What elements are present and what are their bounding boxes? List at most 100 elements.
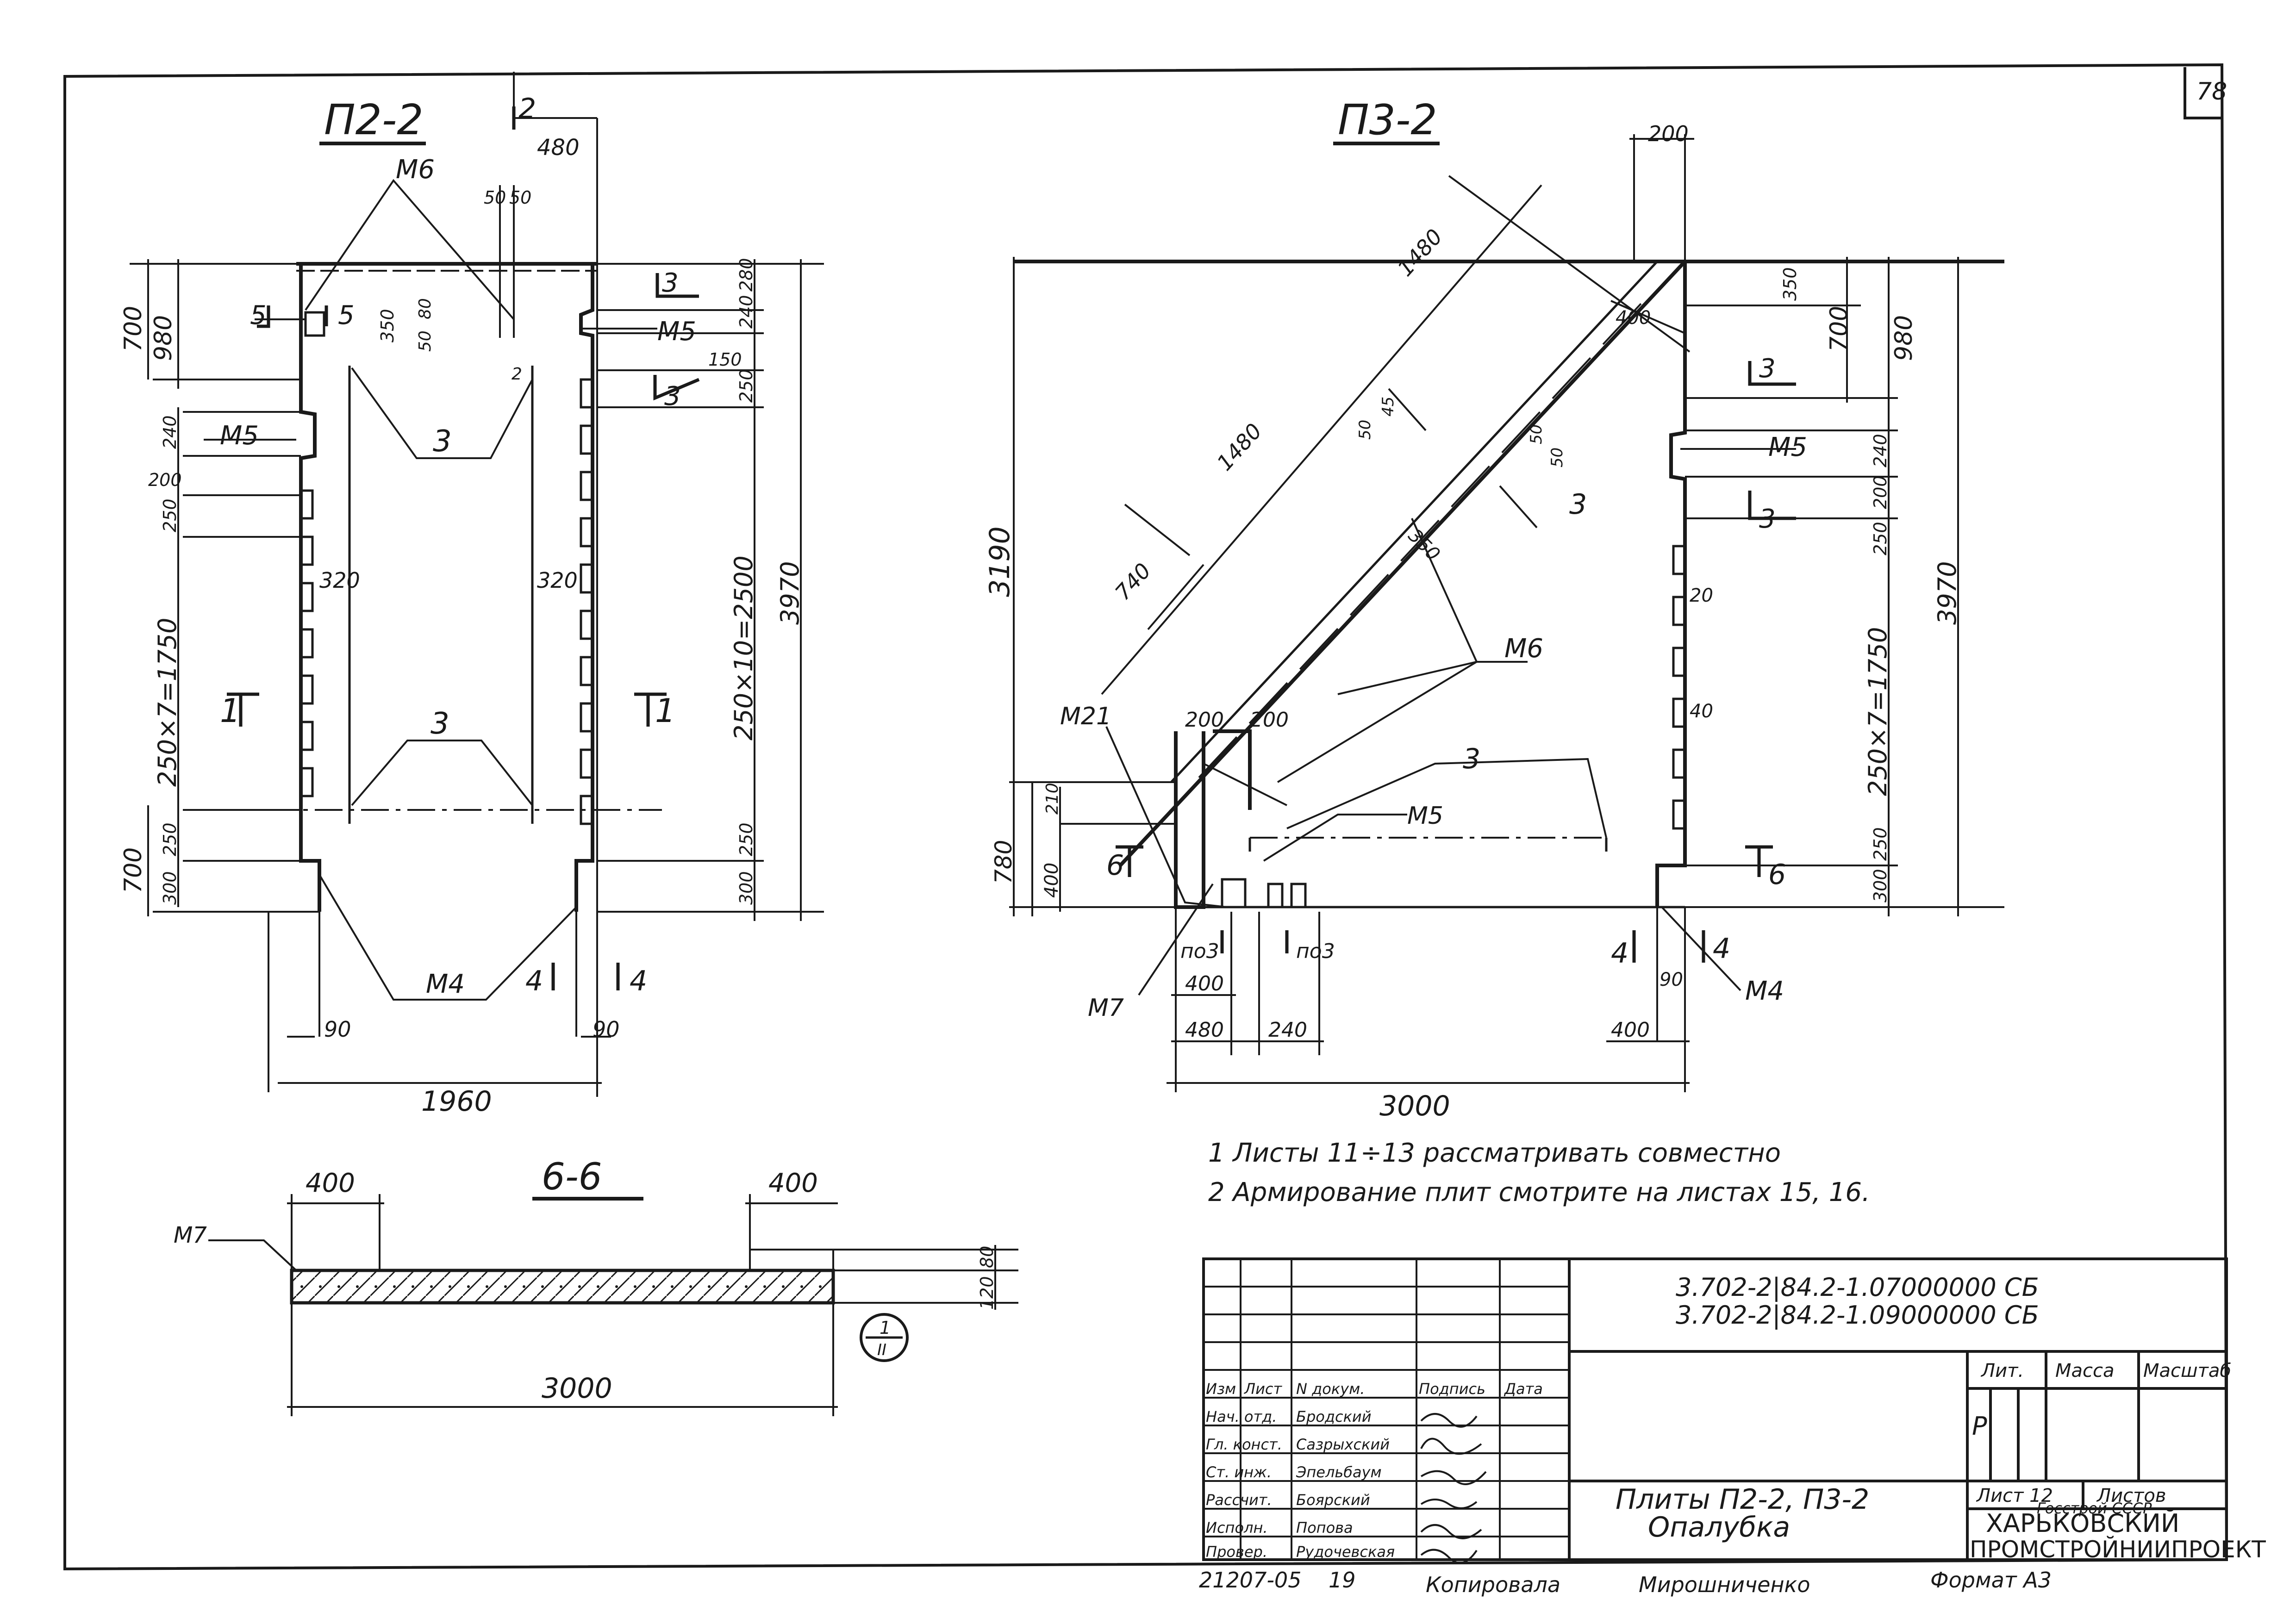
tb-left-grid bbox=[1204, 1259, 1569, 1560]
page-number: 78 bbox=[2196, 78, 2227, 106]
p22-d2: 2 bbox=[512, 365, 522, 384]
tb-row6-role: Провер. bbox=[1206, 1543, 1267, 1561]
tb-hdr-list: Лист bbox=[1244, 1380, 1282, 1398]
p32-d210: 210 bbox=[1043, 783, 1062, 815]
p32-d400l: 400 bbox=[1041, 863, 1062, 898]
p32-d400b: 400 bbox=[1611, 1018, 1650, 1042]
tb-hdr-sign: Подпись bbox=[1419, 1380, 1485, 1398]
tb-row2-name: Сазрыхский bbox=[1296, 1436, 1390, 1453]
tb-mass: Масса bbox=[2055, 1360, 2115, 1381]
p32-m4: М4 bbox=[1745, 976, 1784, 1006]
p32-d50c: 50 bbox=[1548, 448, 1566, 467]
tb-org1: Госстрой СССР bbox=[2037, 1500, 2152, 1517]
tb-row1-name: Бродский bbox=[1296, 1408, 1371, 1425]
tb-row5-role: Исполн. bbox=[1206, 1519, 1268, 1537]
p22-num3b: 3 bbox=[430, 707, 449, 741]
p32-sec4a: 4 bbox=[1611, 937, 1628, 970]
tb-org2: ХАРЬКОВСКИЙ bbox=[1986, 1509, 2179, 1538]
p32-m21: М21 bbox=[1060, 703, 1111, 730]
tb-hdr-doc: N докум. bbox=[1296, 1380, 1365, 1398]
s66-d3000: 3000 bbox=[542, 1372, 612, 1405]
tb-row2-role: Гл. конст. bbox=[1206, 1436, 1282, 1453]
p32-d250: 250 bbox=[1870, 522, 1890, 555]
p32-sec6a: 6 bbox=[1106, 849, 1124, 882]
p32-d200b: 200 bbox=[1250, 708, 1289, 732]
view-title-p32: П3-2 bbox=[1338, 96, 1437, 144]
p22-sec5a: 5 bbox=[250, 300, 267, 330]
p22-sec5b: 5 bbox=[338, 300, 355, 330]
p32-d300: 300 bbox=[1870, 869, 1890, 902]
p22-d700b: 700 bbox=[119, 847, 147, 893]
title-block: 3.702-2|84.2-1.07000000 СБ 3.702-2|84.2-… bbox=[1202, 1257, 2266, 1564]
p22-section-markers bbox=[227, 106, 700, 990]
p22-d90a: 90 bbox=[324, 1017, 351, 1042]
p32-d700: 700 bbox=[1825, 306, 1853, 352]
tb-sheet: Лист 12 bbox=[1976, 1485, 2053, 1506]
p32-d50b: 50 bbox=[1527, 424, 1546, 444]
p32-num3a: 3 bbox=[1569, 488, 1587, 521]
tb-scale: Масштаб bbox=[2143, 1360, 2231, 1381]
p32-sec4b: 4 bbox=[1713, 933, 1730, 965]
p32-d400: 400 bbox=[1616, 307, 1651, 329]
footer-19: 19 bbox=[1329, 1568, 1356, 1593]
p32-d40: 40 bbox=[1690, 701, 1713, 722]
p22-sec4a: 4 bbox=[525, 965, 543, 997]
p32-m7: М7 bbox=[1088, 994, 1124, 1022]
p32-d740: 740 bbox=[1110, 558, 1156, 605]
p22-sec1a: 1 bbox=[220, 692, 241, 730]
p32-m6: М6 bbox=[1504, 634, 1543, 664]
p22-d240a: 240 bbox=[160, 415, 180, 449]
section-66: 6-6 М7 400 400 80 120 3000 1 II bbox=[174, 1155, 1018, 1416]
p22-d80: 80 bbox=[416, 298, 435, 319]
section-66-dims bbox=[208, 1194, 1018, 1416]
p32-sec6b: 6 bbox=[1768, 859, 1786, 891]
p32-diag-dims bbox=[1101, 175, 1691, 806]
tb-hdr-izm: Изм bbox=[1206, 1380, 1236, 1398]
p22-r250a: 250 bbox=[736, 369, 756, 403]
view-p32: П3-2 bbox=[984, 96, 2004, 1122]
tb-title1: Плиты П2-2, П3-2 bbox=[1616, 1483, 1869, 1516]
s66-d400b: 400 bbox=[768, 1168, 818, 1198]
p22-dims-left bbox=[130, 259, 319, 916]
p32-d250x7: 250×7=1750 bbox=[1863, 627, 1892, 796]
p32-num3b: 3 bbox=[1463, 743, 1480, 775]
p32-outline bbox=[1014, 134, 2004, 909]
p22-d50b: 50 bbox=[509, 187, 531, 208]
p32-d45: 45 bbox=[1379, 397, 1398, 417]
tb-p-mark: Р bbox=[1972, 1412, 1987, 1441]
p32-d480: 480 bbox=[1185, 1018, 1224, 1042]
tb-signatures bbox=[1420, 1413, 1487, 1564]
p22-leaders bbox=[204, 72, 657, 1097]
p32-d200top: 200 bbox=[1648, 121, 1689, 146]
tb-row3-role: Ст. инж. bbox=[1206, 1463, 1272, 1481]
tb-code1: 3.702-2|84.2-1.07000000 СБ bbox=[1676, 1273, 2039, 1302]
p32-sec3b: 3 bbox=[1759, 504, 1776, 534]
p22-d700a: 700 bbox=[119, 306, 147, 352]
s66-m7: М7 bbox=[174, 1222, 207, 1248]
s66-callout-circle bbox=[860, 1313, 909, 1362]
p32-po3b: по3 bbox=[1296, 940, 1335, 963]
p22-d250b: 250 bbox=[160, 822, 180, 856]
p32-d350a: 350 bbox=[1404, 525, 1444, 566]
tb-row4-name: Боярский bbox=[1296, 1491, 1370, 1509]
p22-d50a: 50 bbox=[484, 187, 506, 208]
p32-d50a: 50 bbox=[1356, 420, 1374, 440]
footer-num: 21207-05 bbox=[1199, 1568, 1301, 1593]
p22-m5b: М5 bbox=[657, 317, 696, 347]
note-2: 2 Армирование плит смотрите на листах 15… bbox=[1208, 1177, 1870, 1207]
p22-r280: 280 bbox=[736, 258, 756, 292]
p32-d200a: 200 bbox=[1185, 708, 1224, 732]
p32-d250b: 250 bbox=[1870, 827, 1890, 861]
tb-row5-name: Попова bbox=[1296, 1519, 1353, 1537]
p22-d50c: 50 bbox=[416, 330, 435, 352]
footer-format: Формат А3 bbox=[1930, 1568, 2052, 1593]
p22-num3a: 3 bbox=[433, 424, 452, 459]
p22-d90b: 90 bbox=[593, 1017, 620, 1042]
note-1: 1 Листы 11÷13 рассматривать совместно bbox=[1208, 1138, 1781, 1168]
p22-d200: 200 bbox=[148, 470, 182, 490]
sheet-frame bbox=[63, 63, 2228, 1571]
p32-d240: 240 bbox=[1870, 434, 1890, 467]
view-title-66: 6-6 bbox=[542, 1155, 602, 1198]
p22-m5a: М5 bbox=[220, 421, 259, 451]
